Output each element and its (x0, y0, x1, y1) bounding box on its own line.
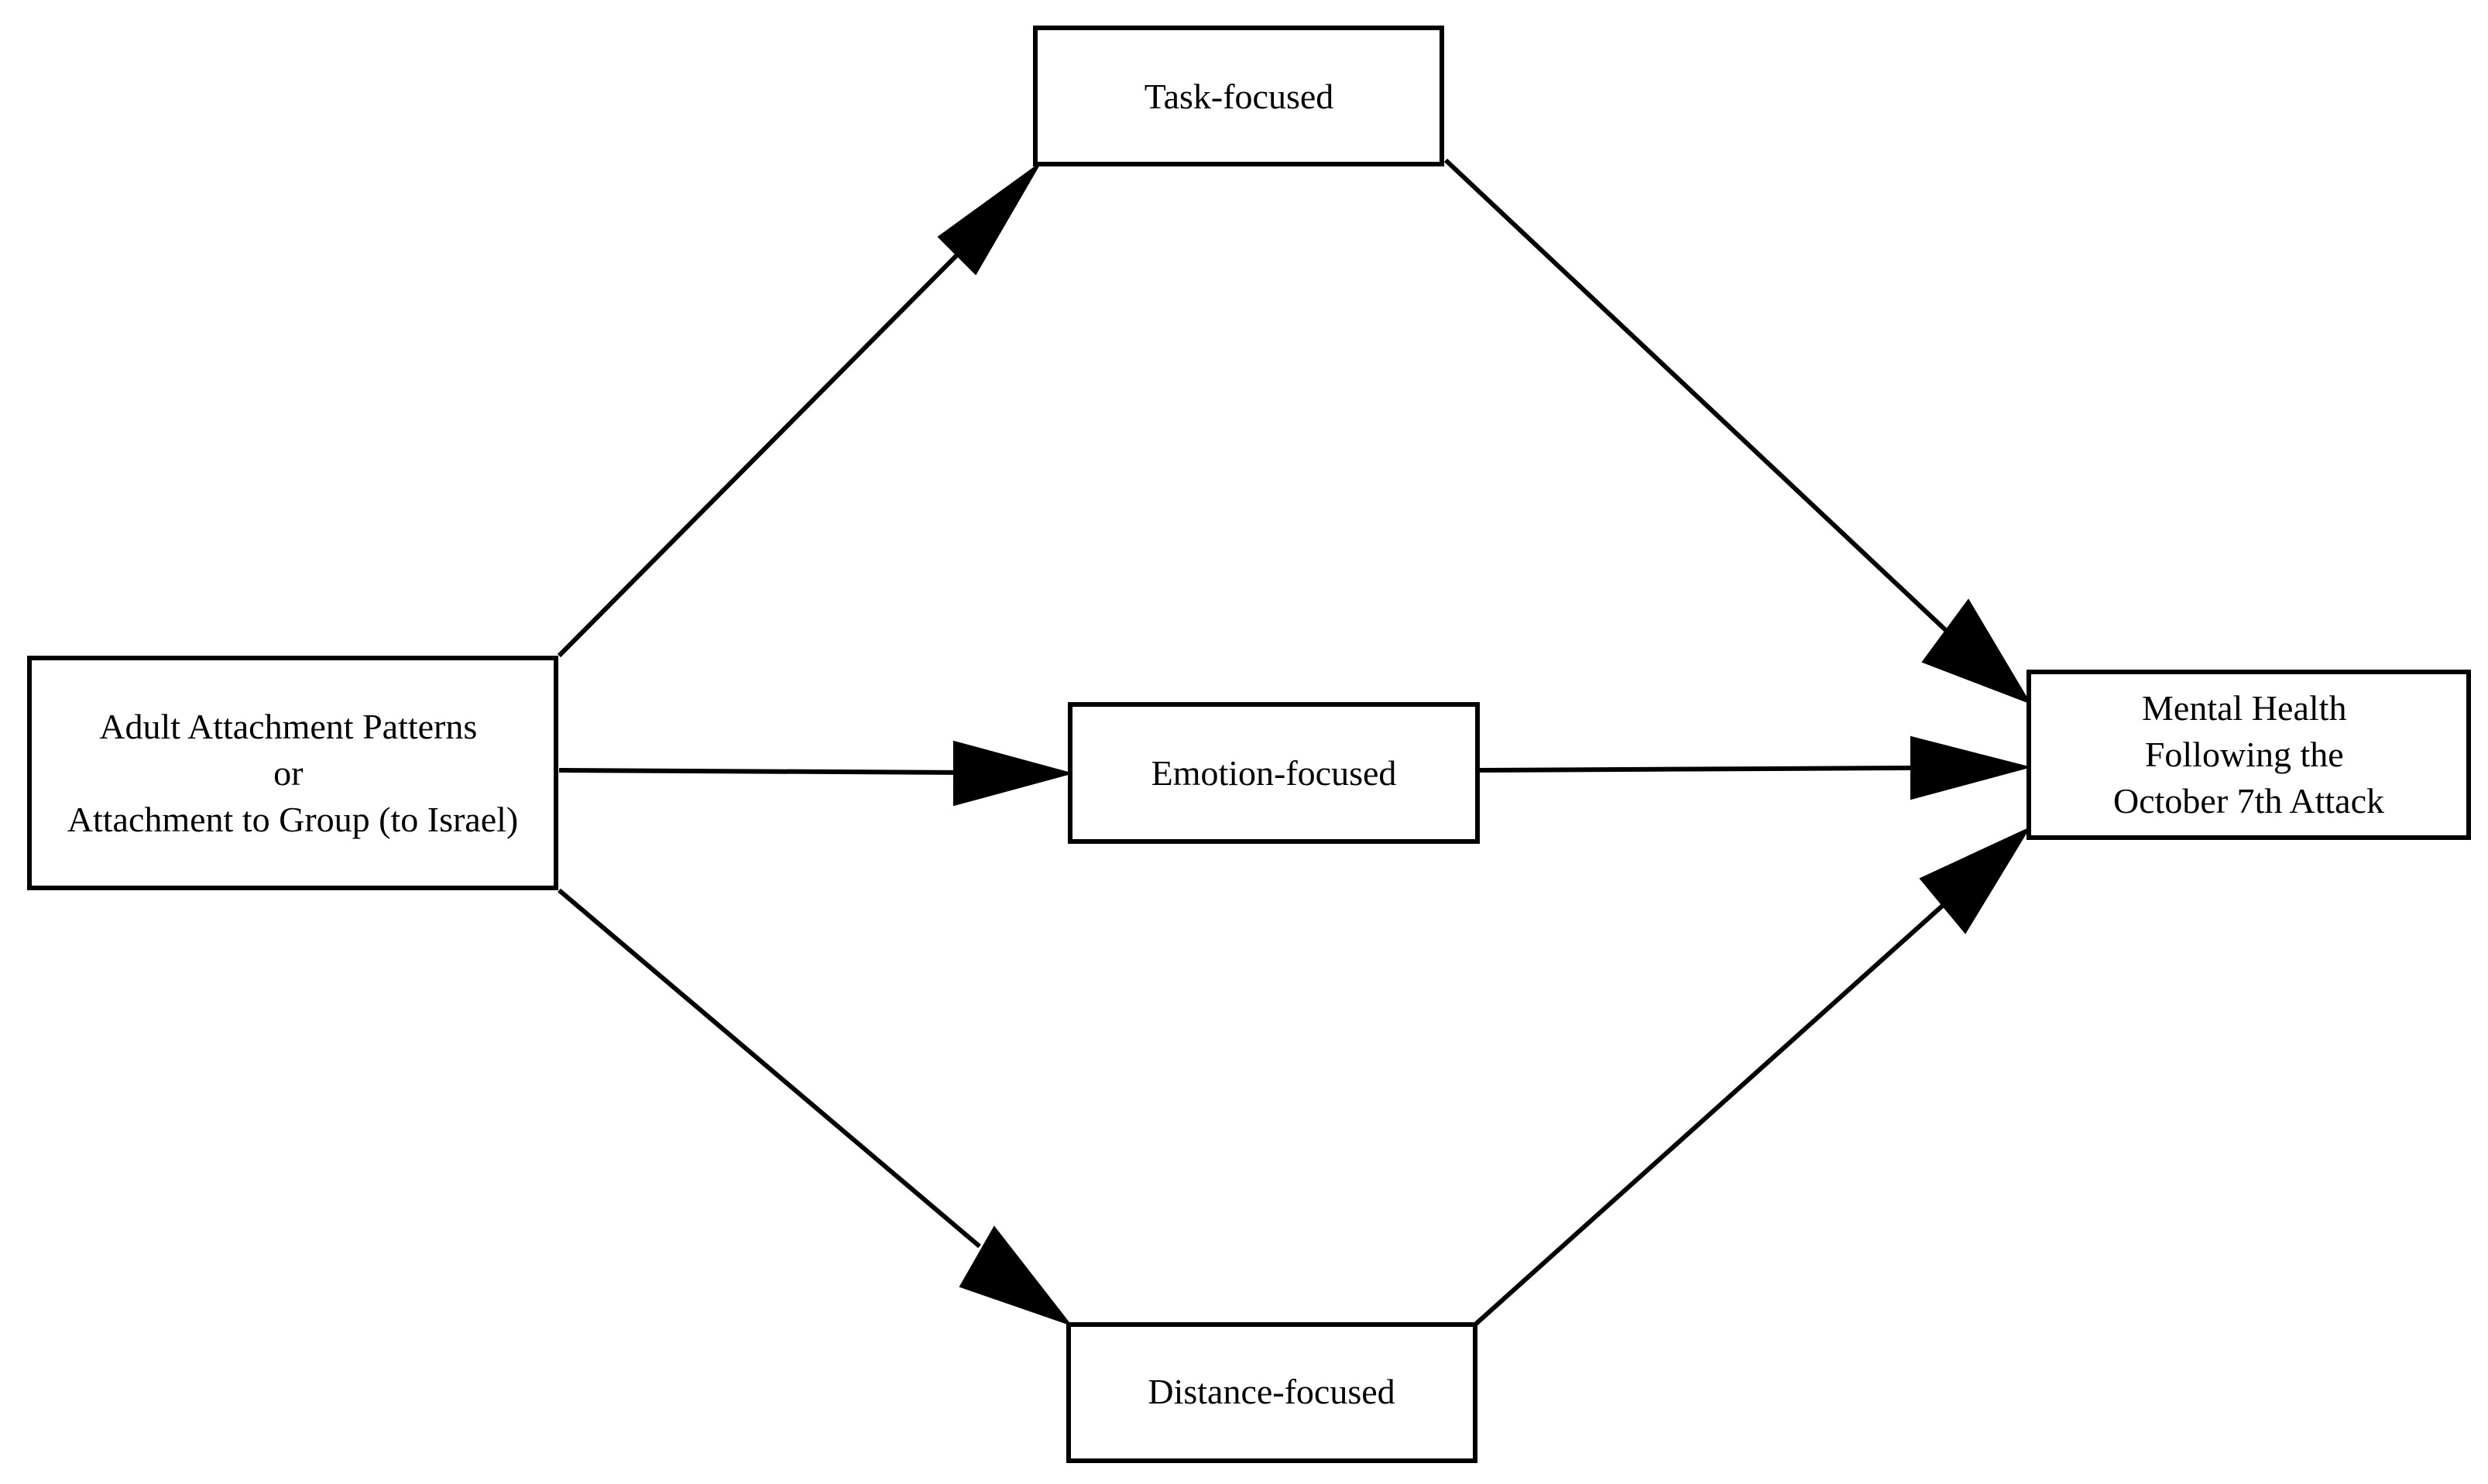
node-task-box (1033, 26, 1444, 166)
node-emotion-box (1068, 702, 1480, 844)
node-source-label: Adult Attachment Patterns or Attachment … (67, 707, 518, 839)
node-source-box (27, 656, 558, 890)
edge-task-to-outcome (1443, 158, 1965, 649)
node-outcome-label: Mental Health Following the October 7th … (2113, 688, 2384, 821)
node-outcome: Mental Health Following the October 7th … (2026, 670, 2471, 840)
node-outcome-line-3: October 7th Attack (2113, 781, 2384, 821)
edge-source-to-distance (558, 888, 981, 1249)
node-source-line-2: or (273, 753, 303, 793)
arrowhead-source-to-emotion (953, 740, 1074, 807)
node-distance-label: Distance-focused (1148, 1372, 1395, 1411)
node-emotion-label: Emotion-focused (1151, 753, 1397, 793)
edges (557, 158, 2032, 1327)
node-outcome-box (2026, 670, 2471, 840)
arrowhead-distance-to-outcome (1919, 826, 2031, 934)
arrowhead-source-to-distance (959, 1225, 1072, 1327)
node-distance: Distance-focused (1066, 1322, 1477, 1463)
edge-distance-to-outcome (1473, 886, 1964, 1327)
node-source-line-3: Attachment to Group (to Israel) (67, 800, 518, 839)
node-source: Adult Attachment Patterns or Attachment … (27, 656, 558, 890)
node-outcome-line-1: Mental Health (2142, 688, 2346, 728)
arrowhead-source-to-task (937, 163, 1041, 276)
node-task: Task-focused (1033, 26, 1444, 166)
node-task-label: Task-focused (1144, 77, 1334, 116)
arrowhead-emotion-to-outcome (1910, 735, 2032, 800)
node-emotion: Emotion-focused (1068, 702, 1480, 844)
node-distance-box (1066, 1322, 1477, 1463)
node-outcome-line-2: Following the (2145, 735, 2344, 774)
arrowhead-task-to-outcome (1921, 598, 2032, 704)
node-source-line-1: Adult Attachment Patterns (99, 707, 477, 746)
edge-source-to-emotion (558, 768, 965, 775)
edge-emotion-to-outcome (1477, 766, 1912, 773)
edge-source-to-task (557, 226, 986, 658)
